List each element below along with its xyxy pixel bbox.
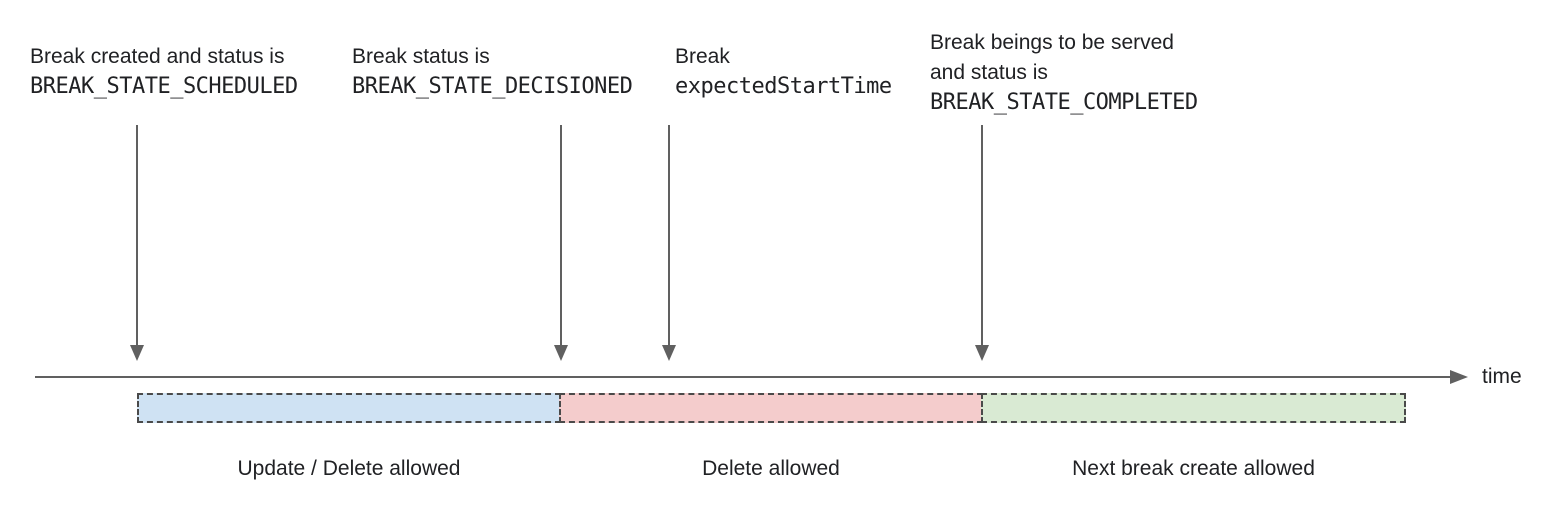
annotation-code: BREAK_STATE_COMPLETED <box>930 90 1198 115</box>
annotation-text: Break <box>675 45 730 68</box>
down-arrow-icon <box>662 345 676 361</box>
segment-next-break-create-allowed <box>981 393 1406 423</box>
down-arrow-icon <box>130 345 144 361</box>
right-arrow-icon <box>1450 370 1468 384</box>
segment-delete-allowed <box>559 393 983 423</box>
down-arrow-icon <box>975 345 989 361</box>
annotation-text: Break created and status is <box>30 45 285 68</box>
annotation-break-decisioned: Break status is BREAK_STATE_DECISIONED <box>352 42 633 102</box>
down-arrow-icon <box>554 345 568 361</box>
annotation-text: and status is <box>930 61 1048 84</box>
annotation-code: expectedStartTime <box>675 74 892 99</box>
annotation-text: Break beings to be served <box>930 31 1174 54</box>
down-arrow-shaft <box>981 125 983 347</box>
down-arrow-shaft <box>560 125 562 347</box>
annotation-break-completed: Break beings to be served and status is … <box>930 28 1198 118</box>
segment-caption: Delete allowed <box>702 457 840 480</box>
annotation-expected-start-time: Break expectedStartTime <box>675 42 892 102</box>
annotation-code: BREAK_STATE_DECISIONED <box>352 74 633 99</box>
annotation-break-scheduled: Break created and status is BREAK_STATE_… <box>30 42 298 102</box>
segment-update-delete-allowed <box>137 393 561 423</box>
segment-caption: Next break create allowed <box>1072 457 1315 480</box>
down-arrow-shaft <box>668 125 670 347</box>
annotation-text: Break status is <box>352 45 490 68</box>
time-axis-label: time <box>1482 365 1522 388</box>
down-arrow-shaft <box>136 125 138 347</box>
segment-caption: Update / Delete allowed <box>237 457 461 480</box>
time-axis-line <box>35 376 1450 378</box>
annotation-code: BREAK_STATE_SCHEDULED <box>30 74 298 99</box>
